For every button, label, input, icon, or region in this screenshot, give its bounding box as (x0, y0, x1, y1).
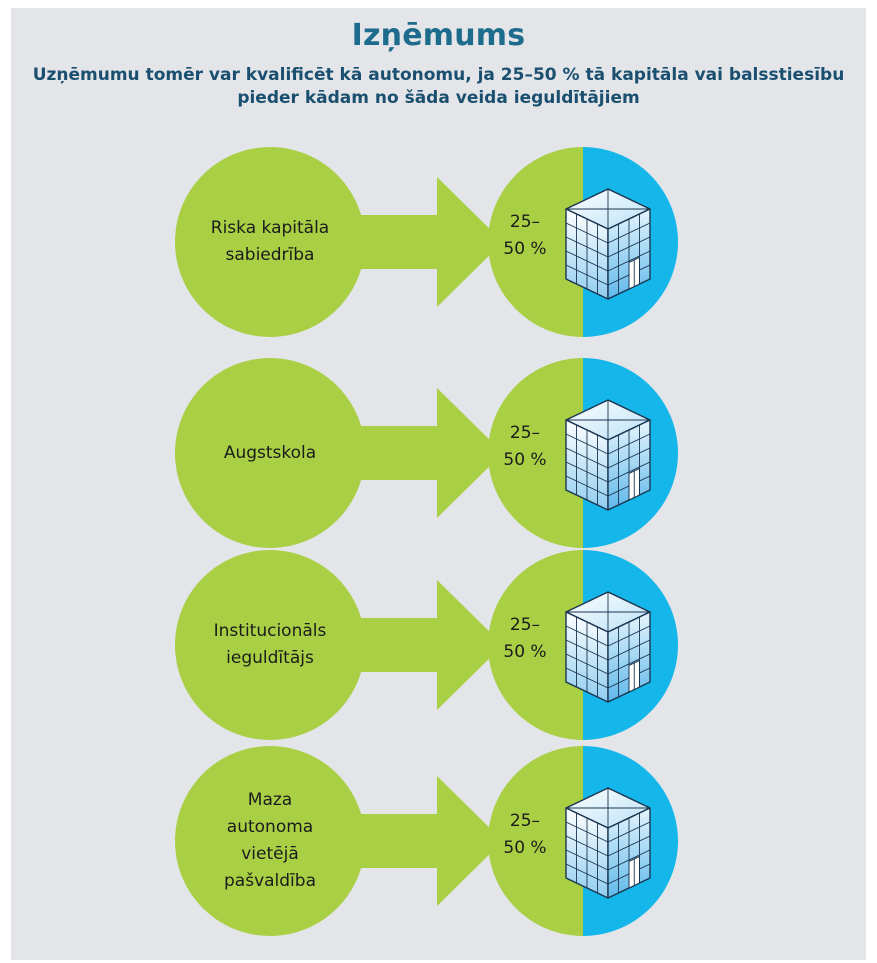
page-title: Izņēmums (351, 18, 526, 53)
share-label: 25– 50 % (503, 212, 547, 259)
investor-label: Augstskola (223, 442, 317, 463)
share-label: 25– 50 % (503, 423, 547, 470)
page-subtitle: Uzņēmumu tomēr var kvalificēt kā autonom… (32, 65, 845, 108)
investor-row-4: Maza autonoma vietējā pašvaldība 25– 50 … (0, 746, 877, 936)
investor-label: Maza autonoma vietējā pašvaldība (224, 790, 316, 891)
share-label: 25– 50 % (503, 615, 547, 662)
investor-row-1: Riska kapitāla sabiedrība 25– 50 % (0, 147, 877, 337)
investor-circle: Augstskola (175, 358, 365, 548)
investor-row-2: Augstskola 25– 50 % (0, 358, 877, 548)
building-icon (565, 399, 651, 511)
share-label: 25– 50 % (503, 811, 547, 858)
investor-circle: Maza autonoma vietējā pašvaldība (175, 746, 365, 936)
investor-label: Institucionāls ieguldītājs (213, 621, 327, 668)
right-arrow-icon (345, 580, 503, 710)
building-icon (565, 188, 651, 300)
right-arrow-icon (345, 776, 503, 906)
right-arrow-icon (345, 388, 503, 518)
investor-label: Riska kapitāla sabiedrība (210, 218, 330, 265)
investor-circle: Riska kapitāla sabiedrība (175, 147, 365, 337)
investor-circle: Institucionāls ieguldītājs (175, 550, 365, 740)
right-arrow-icon (345, 177, 503, 307)
investor-row-3: Institucionāls ieguldītājs 25– 50 % (0, 550, 877, 740)
building-icon (565, 787, 651, 899)
building-icon (565, 591, 651, 703)
